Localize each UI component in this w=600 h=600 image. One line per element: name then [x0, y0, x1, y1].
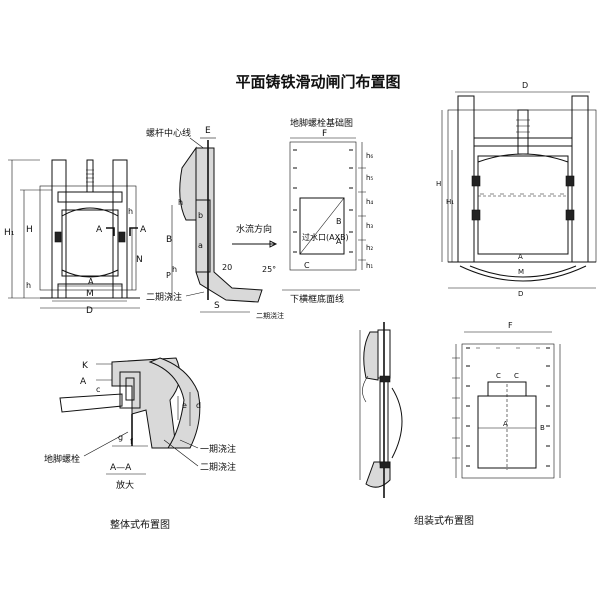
dim-A-section: A: [80, 377, 87, 387]
label-stem-center: 螺杆中心线: [146, 127, 191, 139]
dim-P: P: [166, 271, 171, 280]
label-section-aa: A—A: [110, 463, 132, 473]
label-flow-direction: 水流方向: [236, 223, 272, 235]
dim-e: e: [182, 401, 187, 410]
anchor-foundation: 地脚螺栓基础图 F B A 过水口(AXB) C h₆ h₅ h₄ h₃ h₂ …: [282, 117, 373, 305]
side-section: 螺杆中心线 E b a B P h h 20 25° 水流方向 二期浇注 S 二…: [146, 126, 284, 320]
dim-d: d: [196, 401, 201, 410]
assembled-side-section: [359, 322, 403, 498]
label-first-pour: 一期浇注: [200, 443, 236, 455]
dim-h3: h₃: [366, 222, 373, 230]
dim-C: C: [304, 261, 310, 270]
dim-K: K: [82, 361, 89, 371]
dim-M-assembly: M: [518, 268, 524, 276]
caption-integral-layout: 整体式布置图: [110, 518, 170, 531]
section-mark-a-right: A: [140, 225, 147, 235]
dim-20: 20: [222, 263, 232, 272]
dim-H1: H₁: [4, 228, 15, 238]
label-opening: 过水口(AXB): [302, 232, 349, 242]
dim-E: E: [205, 126, 211, 136]
dim-S: S: [214, 301, 220, 311]
dim-h1: h₁: [366, 262, 373, 270]
dim-B-opening: B: [336, 217, 342, 226]
dim-F-assembled: F: [508, 321, 513, 330]
label-bottom-frame: 下横框底面线: [290, 293, 344, 305]
front-elevation: H₁ H h A A N h A M D: [4, 159, 147, 316]
label-second-pour-aa: 二期浇注: [200, 461, 236, 473]
dim-h-front: h: [128, 207, 133, 216]
section-aa-enlarged: K A c d e g f 地脚螺栓 一期浇注 二期浇注 A—A 放大 整体式布…: [44, 357, 236, 531]
dim-F-foundation: F: [322, 129, 327, 139]
dim-b: b: [198, 211, 203, 220]
drawing-title: 平面铸铁滑动闸门布置图: [235, 73, 400, 91]
dim-A-assembled: A: [503, 420, 508, 428]
dim-h-side-top: h: [178, 198, 183, 207]
dim-B-assembled: B: [540, 424, 545, 432]
dim-h2: h₂: [366, 244, 373, 252]
dim-h4: h₄: [366, 198, 373, 206]
label-anchor-foundation: 地脚螺栓基础图: [290, 117, 353, 129]
dim-H: H: [26, 225, 33, 235]
label-anchor-bolt: 地脚螺栓: [44, 453, 80, 465]
assembly-elevation: D A M D H H₁: [436, 81, 597, 298]
label-enlarged: 放大: [116, 479, 134, 491]
dim-h6: h₆: [366, 152, 373, 160]
dim-D-assembly-bottom: D: [518, 290, 523, 298]
dim-a: a: [198, 241, 203, 250]
dim-c: c: [96, 385, 100, 394]
dim-B-side: B: [166, 235, 172, 245]
dim-N: N: [136, 255, 143, 265]
dim-A-front: A: [88, 277, 94, 286]
assembled-front: F C C A B 组装式布置图: [414, 321, 561, 527]
dim-M-front: M: [86, 289, 94, 299]
dim-h5: h₅: [366, 174, 373, 182]
dim-A-assembly: A: [518, 253, 523, 261]
dim-h-left: h: [26, 281, 31, 290]
label-second-pour: 二期浇注: [146, 291, 182, 303]
section-mark-a-left: A: [96, 225, 103, 235]
label-second-pour-cut: 二期浇注: [256, 311, 284, 320]
dim-D-assembly: D: [522, 81, 528, 90]
angle-25: 25°: [262, 265, 276, 274]
dim-h-side: h: [172, 265, 177, 274]
dim-H-assembly: H: [436, 180, 441, 188]
dim-g: g: [118, 433, 123, 442]
dim-H1-assembly: H₁: [446, 198, 454, 206]
dim-A-opening: A: [336, 237, 342, 246]
dim-G-left: C: [496, 372, 501, 380]
dim-G-right: C: [514, 372, 519, 380]
dim-D-front: D: [86, 306, 93, 316]
caption-assembled-layout: 组装式布置图: [414, 514, 474, 527]
